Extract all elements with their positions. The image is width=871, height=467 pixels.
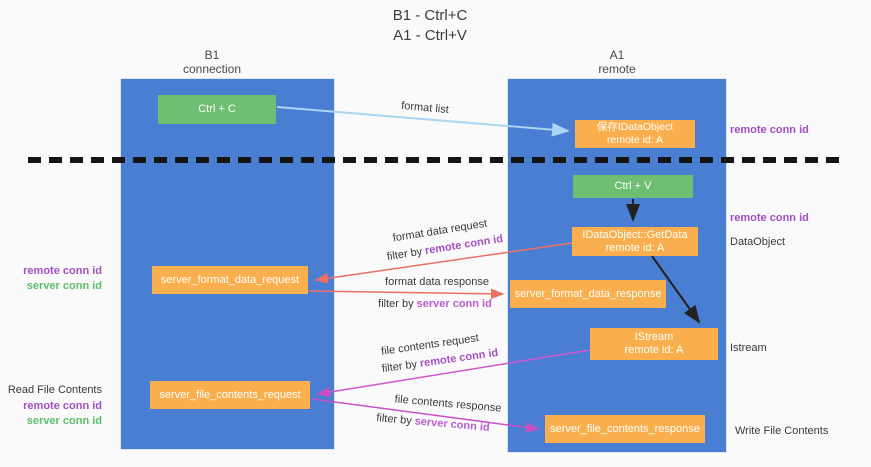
save-dataobject-box: 保存IDataObject remote id: A xyxy=(575,120,695,148)
read-file-contents-label: Read File Contents xyxy=(7,384,102,396)
lane-a1-role: remote xyxy=(598,62,636,76)
filter-prefix: filter by xyxy=(378,298,414,310)
filter-prefix: filter by xyxy=(375,412,413,428)
left-server-conn-id-label-1: server conn id xyxy=(26,280,102,292)
server-file-contents-response-label: server_file_contents_response xyxy=(550,422,700,435)
server-file-contents-response-box: server_file_contents_response xyxy=(545,415,705,443)
server-conn-id-term: server conn id xyxy=(414,415,491,434)
istream-line2: remote id: A xyxy=(624,344,684,356)
left-remote-conn-id-label-2: remote conn id xyxy=(23,400,102,412)
istream-line1: IStream xyxy=(634,331,674,343)
filter-prefix: filter by xyxy=(386,245,424,264)
filter-prefix: filter by xyxy=(381,358,418,376)
diagram-title: B1 - Ctrl+C A1 - Ctrl+V xyxy=(330,6,530,46)
istream-side-label: Istream xyxy=(730,342,767,354)
dashed-separator xyxy=(28,157,845,163)
getdata-line2: remote id: A xyxy=(605,241,665,254)
dataobject-label: DataObject xyxy=(730,236,786,248)
ctrl-v-label: Ctrl + V xyxy=(614,180,652,192)
ctrl-v-box: Ctrl + V xyxy=(573,175,693,198)
write-file-contents-label: Write File Contents xyxy=(735,425,829,437)
lane-a1-name: A1 xyxy=(609,48,625,62)
ctrl-c-label: Ctrl + C xyxy=(198,103,236,115)
file-contents-response-label: file contents response xyxy=(394,393,502,415)
title-line-2: A1 - Ctrl+V xyxy=(393,27,467,44)
server-file-contents-request-box: server_file_contents_request xyxy=(150,381,310,409)
title-line-1: B1 - Ctrl+C xyxy=(392,7,468,24)
lane-header-b1: B1 connection xyxy=(152,48,272,76)
format-list-label: format list xyxy=(400,99,450,117)
lane-b1-name: B1 xyxy=(204,48,220,62)
istream-box: IStream remote id: A xyxy=(590,328,718,360)
server-file-contents-request-label: server_file_contents_request xyxy=(159,388,301,401)
server-format-data-response-label: server_format_data_response xyxy=(514,287,662,300)
left-server-conn-id-label-2: server conn id xyxy=(26,415,102,427)
ctrl-c-box: Ctrl + C xyxy=(158,95,276,124)
getdata-line1: IDataObject::GetData xyxy=(582,228,688,241)
server-format-data-response-box: server_format_data_response xyxy=(510,280,666,308)
lane-b1-role: connection xyxy=(182,62,242,76)
save-dataobject-line2: remote id: A xyxy=(606,134,664,146)
server-format-data-request-label: server_format_data_request xyxy=(160,273,300,286)
right-remote-conn-id-label-1: remote conn id xyxy=(730,124,809,136)
left-remote-conn-id-label-1: remote conn id xyxy=(23,265,102,277)
getdata-box: IDataObject::GetData remote id: A xyxy=(572,227,698,256)
format-data-response-arrow xyxy=(308,288,505,300)
save-dataobject-line1: 保存IDataObject xyxy=(596,121,674,133)
format-data-response-label: format data response xyxy=(385,276,489,288)
lane-header-a1: A1 remote xyxy=(557,48,677,76)
server-format-data-request-box: server_format_data_request xyxy=(152,266,308,294)
right-remote-conn-id-label-2: remote conn id xyxy=(730,212,809,224)
server-conn-id-term: server conn id xyxy=(416,298,492,310)
